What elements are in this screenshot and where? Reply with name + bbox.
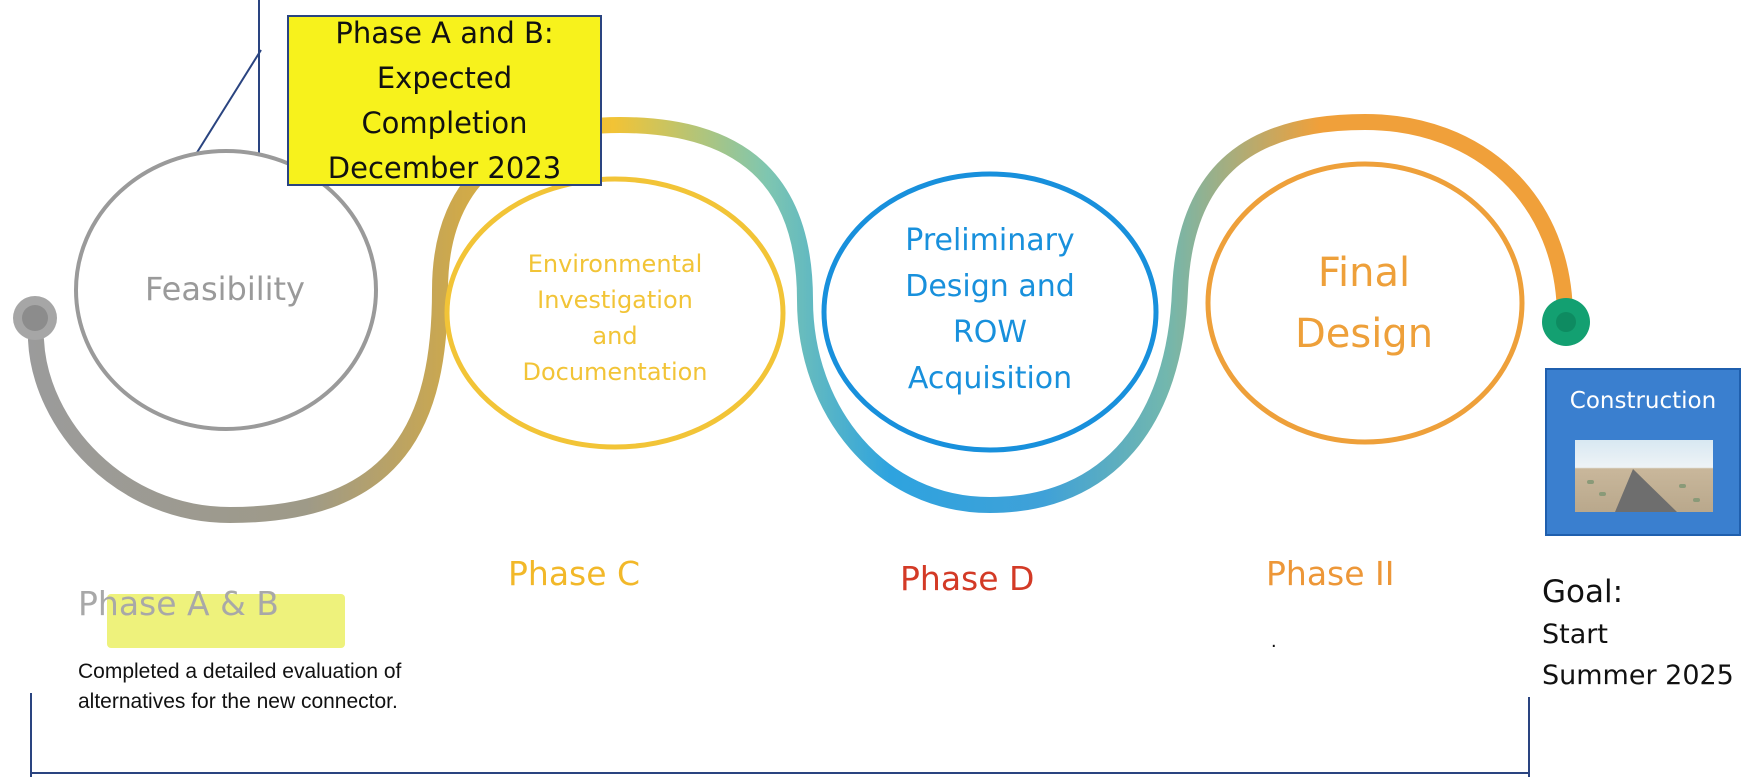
environmental-ellipse xyxy=(444,176,786,450)
phase-d-label: Phase D xyxy=(900,559,1035,598)
label-line: Investigation xyxy=(537,286,693,314)
completion-callout: Phase A and B: Expected Completion Decem… xyxy=(287,15,602,186)
label-line: Preliminary xyxy=(905,223,1074,258)
label-line: ROW xyxy=(953,315,1027,350)
dot-mark: . xyxy=(1271,630,1277,652)
label-line: Documentation xyxy=(522,358,707,386)
road-shape xyxy=(1615,469,1677,512)
phase-c-label: Phase C xyxy=(508,554,641,593)
goal-line-date: Summer 2025 xyxy=(1542,660,1734,691)
end-dot-inner xyxy=(1556,312,1576,332)
road-photo-icon xyxy=(1575,440,1713,512)
label-line: Environmental xyxy=(528,250,703,278)
callout-text: Phase A and B: Expected Completion Decem… xyxy=(327,15,562,185)
phase-ab-highlight xyxy=(107,594,345,648)
label-line: and xyxy=(592,322,637,350)
label-line: Design and xyxy=(905,269,1075,304)
label-line: Final xyxy=(1318,250,1410,296)
final-ellipse xyxy=(1205,161,1525,445)
goal-line-start: Start xyxy=(1542,619,1608,650)
start-dot-inner xyxy=(22,305,48,331)
timeline-path xyxy=(28,113,1573,524)
label-line: Acquisition xyxy=(908,361,1072,396)
preliminary-ellipse xyxy=(821,171,1159,453)
phase-ii-label: Phase II xyxy=(1266,554,1395,593)
phase-ab-description: Completed a detailed evaluation of alter… xyxy=(78,660,402,713)
construction-label: Construction xyxy=(1569,388,1717,414)
construction-box: Construction xyxy=(1545,368,1741,536)
goal-block: Goal: Start Summer 2025 xyxy=(1542,570,1734,696)
feasibility-label: Feasibility xyxy=(145,270,305,308)
goal-title: Goal: xyxy=(1542,574,1624,610)
phase-ab-label: Phase A & B xyxy=(78,584,279,623)
feasibility-ellipse xyxy=(74,149,378,431)
label-line: Design xyxy=(1295,311,1433,357)
